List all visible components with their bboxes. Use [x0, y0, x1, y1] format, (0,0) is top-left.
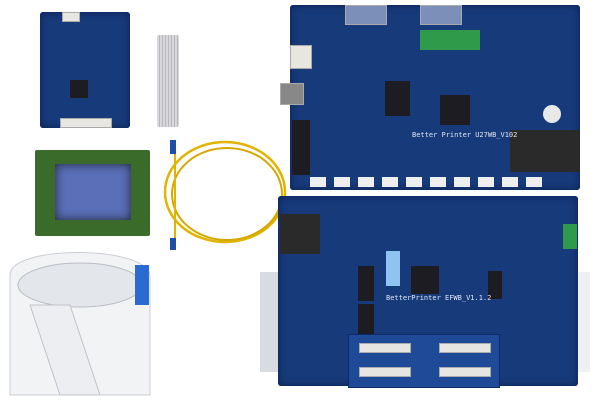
board-silkscreen: Better Printer U27WB_V102: [412, 131, 518, 139]
lcd-screen: [55, 164, 131, 220]
db9-connector: [345, 5, 387, 25]
lcd-module: [35, 150, 150, 236]
ffc-connector: [439, 367, 491, 377]
heatsink-left: [260, 272, 282, 372]
board-silkscreen: BetterPrinter EFWB_V1.1.2: [386, 294, 492, 302]
fpga-chip: [440, 95, 470, 125]
usb-port: [280, 83, 304, 105]
mainboard-u27wb: Better Printer U27WB_V102: [280, 5, 580, 190]
ram-chip: [488, 271, 502, 299]
fiber-module: [510, 130, 580, 172]
buzzer: [543, 105, 561, 123]
small-control-board: [40, 12, 130, 128]
adapter-board: [348, 334, 500, 388]
cpu-chip: [385, 81, 410, 116]
terminal-block: [563, 224, 577, 249]
board-connector: [62, 12, 80, 22]
fiber-module: [280, 214, 320, 254]
pin-header: [292, 120, 310, 175]
ffc-connector: [359, 367, 411, 377]
board-chip: [70, 80, 88, 98]
terminal-block: [420, 30, 480, 50]
ffc-connector: [60, 118, 112, 128]
label-sticker: [386, 251, 400, 286]
ffc-flat-cable-roll: [9, 252, 151, 396]
ffc-connector: [359, 343, 411, 353]
ffc-connector: [439, 343, 491, 353]
ram-chip: [358, 304, 374, 334]
jst-connectors: [310, 177, 550, 187]
ribbon-cable: [157, 35, 179, 127]
ram-chip: [358, 266, 374, 301]
fpga-chip: [411, 266, 439, 294]
head-board-efwb: BetterPrinter EFWB_V1.1.2: [278, 196, 578, 388]
db9-connector: [420, 5, 462, 25]
fiber-optic-cable: [163, 140, 287, 250]
power-connector: [290, 45, 312, 69]
